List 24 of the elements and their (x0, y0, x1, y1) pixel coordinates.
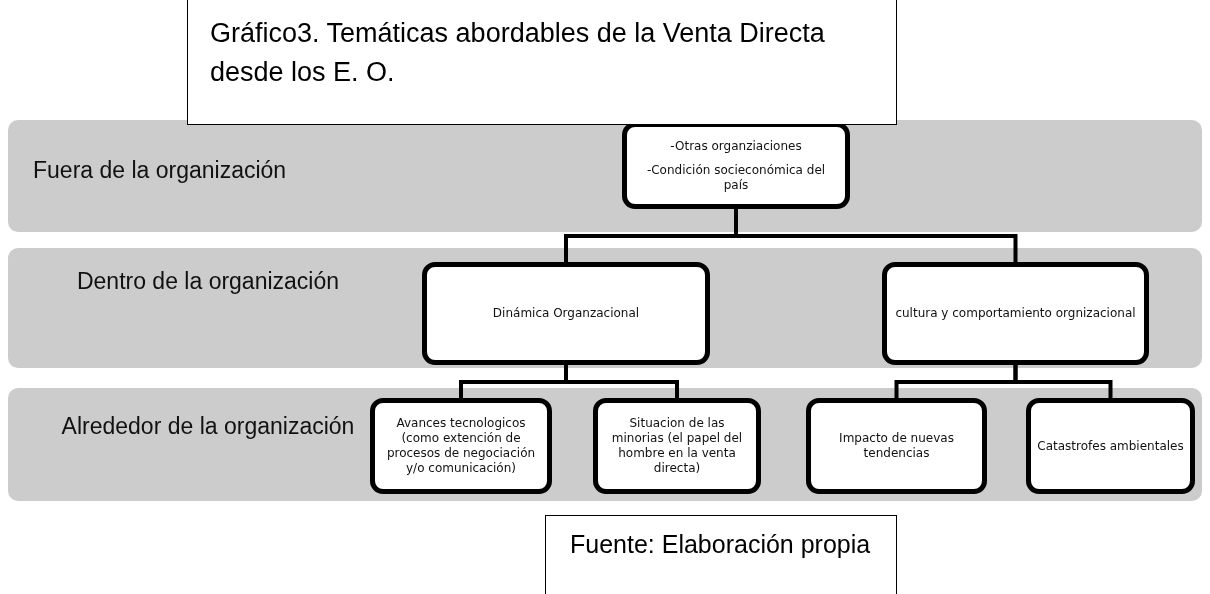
band (8, 248, 1202, 368)
caption: Fuente: Elaboración propia (545, 515, 897, 594)
band-label: Dentro de la organización (75, 267, 341, 296)
title: Gráfico3. Temáticas abordables de la Venta Directa desde los E. O. (187, 0, 897, 125)
topic-box (422, 262, 710, 365)
band-label: Alrededor de la organización (60, 412, 356, 441)
topic-box (593, 398, 761, 494)
topic-text: Situacion de las minorias (el papel del hombre en la venta directa) (610, 416, 744, 476)
topic-text: Impacto de nuevas tendencias (838, 431, 955, 461)
topic-text: Dinámica Organzacional (492, 306, 640, 321)
topic-text: Avances tecnologicos (como extención de procesos de negociación y/o comunicación) (385, 416, 537, 476)
band-label: Fuera de la organización (33, 156, 288, 185)
topic-box (806, 398, 987, 494)
topic-text: -Otras organziaciones (670, 138, 802, 154)
topic-box (622, 122, 850, 209)
topic-box (1026, 398, 1195, 494)
band (8, 120, 1202, 232)
topic-text: Catastrofes ambientales (1037, 438, 1184, 454)
topic-text: -Condición socieconómica del país (645, 162, 827, 193)
topic-box (370, 398, 552, 494)
topic-box (882, 262, 1149, 365)
topic-text: cultura y comportamiento orgnizacional (895, 306, 1136, 321)
band (8, 388, 1202, 501)
connector-line (1013, 365, 1113, 398)
